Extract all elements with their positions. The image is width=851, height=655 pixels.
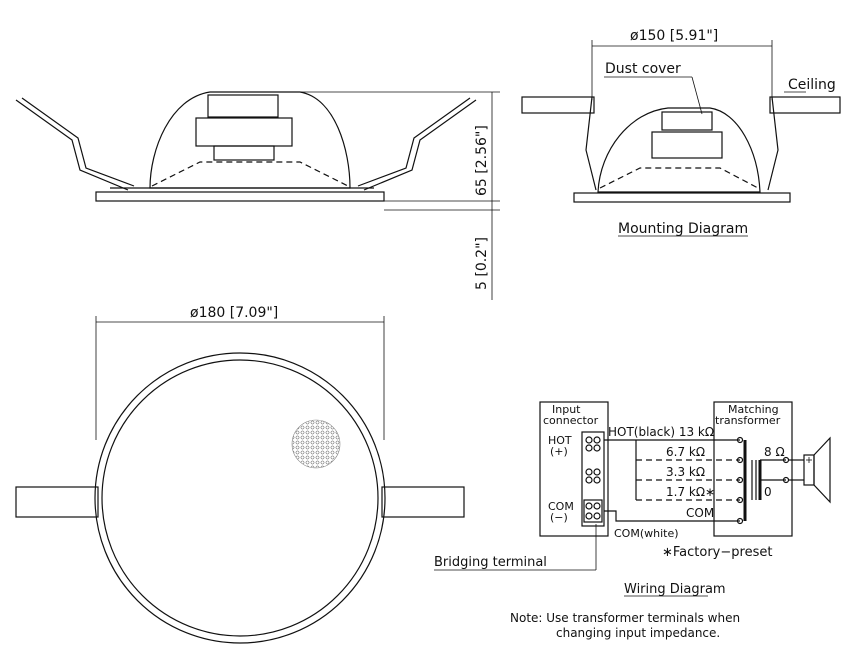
outer-ring [94, 352, 386, 644]
frame [195, 117, 293, 147]
com-white-label: COM(white) [614, 527, 679, 540]
mounted-speaker [597, 107, 761, 193]
height-dimension: 65 [2.56"] [474, 125, 490, 196]
magnet [207, 94, 279, 118]
wiring-diagram [434, 401, 831, 597]
front-view [15, 316, 465, 644]
input-connector-box [539, 401, 609, 537]
top-diameter: ø150 [5.91"] [630, 28, 718, 44]
mounting-caption: Mounting Diagram [618, 221, 748, 237]
side-view [15, 91, 500, 300]
right-tab [381, 486, 465, 518]
factory-preset-note: ∗Factory−preset [662, 545, 772, 560]
cone [151, 161, 349, 187]
bridging-terminal-label: Bridging terminal [434, 555, 547, 570]
yoke [213, 145, 275, 161]
com-sign: (−) [550, 511, 568, 524]
flange [95, 191, 385, 202]
note-line-2: changing input impedance. [556, 626, 720, 640]
tap-3-3k: 3.3 kΩ [666, 465, 705, 479]
transformer-box [713, 401, 793, 537]
com-tap: COM [686, 506, 714, 520]
out-8-ohm: 8 Ω [764, 445, 785, 459]
left-tab [15, 486, 99, 518]
transformer-label-2: transformer [715, 414, 781, 427]
right-clip-inner [357, 97, 471, 187]
front-diameter: ø180 [7.09"] [190, 305, 278, 321]
input-connector-label-2: connector [543, 414, 599, 427]
left-clip [15, 99, 129, 191]
perforation-area [291, 419, 341, 469]
dust-cover-label: Dust cover [605, 61, 681, 77]
tap-1-7k: 1.7 kΩ∗ [666, 485, 715, 499]
grille [101, 359, 379, 637]
ceiling-label: Ceiling [788, 77, 836, 93]
right-clip [363, 99, 477, 191]
left-clip-inner [21, 97, 135, 187]
thickness-dimension: 5 [0.2"] [474, 237, 490, 290]
mounting-diagram [521, 40, 841, 237]
ceiling-right [769, 96, 841, 114]
ceiling-left [521, 96, 595, 114]
hot-sign: (+) [550, 445, 568, 458]
wiring-caption: Wiring Diagram [624, 582, 726, 597]
note-line-1: Note: Use transformer terminals when [510, 611, 740, 625]
bridging-terminal [583, 499, 603, 523]
hot-label: HOT [548, 434, 572, 447]
tap-13k: HOT(black) 13 kΩ [608, 425, 714, 439]
input-connector-label-1: Input [552, 403, 581, 416]
com-label: COM [548, 500, 574, 513]
tap-6-7k: 6.7 kΩ [666, 445, 705, 459]
out-0: 0 [764, 485, 772, 499]
speaker-body [149, 91, 351, 189]
transformer-label-1: Matching [728, 403, 779, 416]
